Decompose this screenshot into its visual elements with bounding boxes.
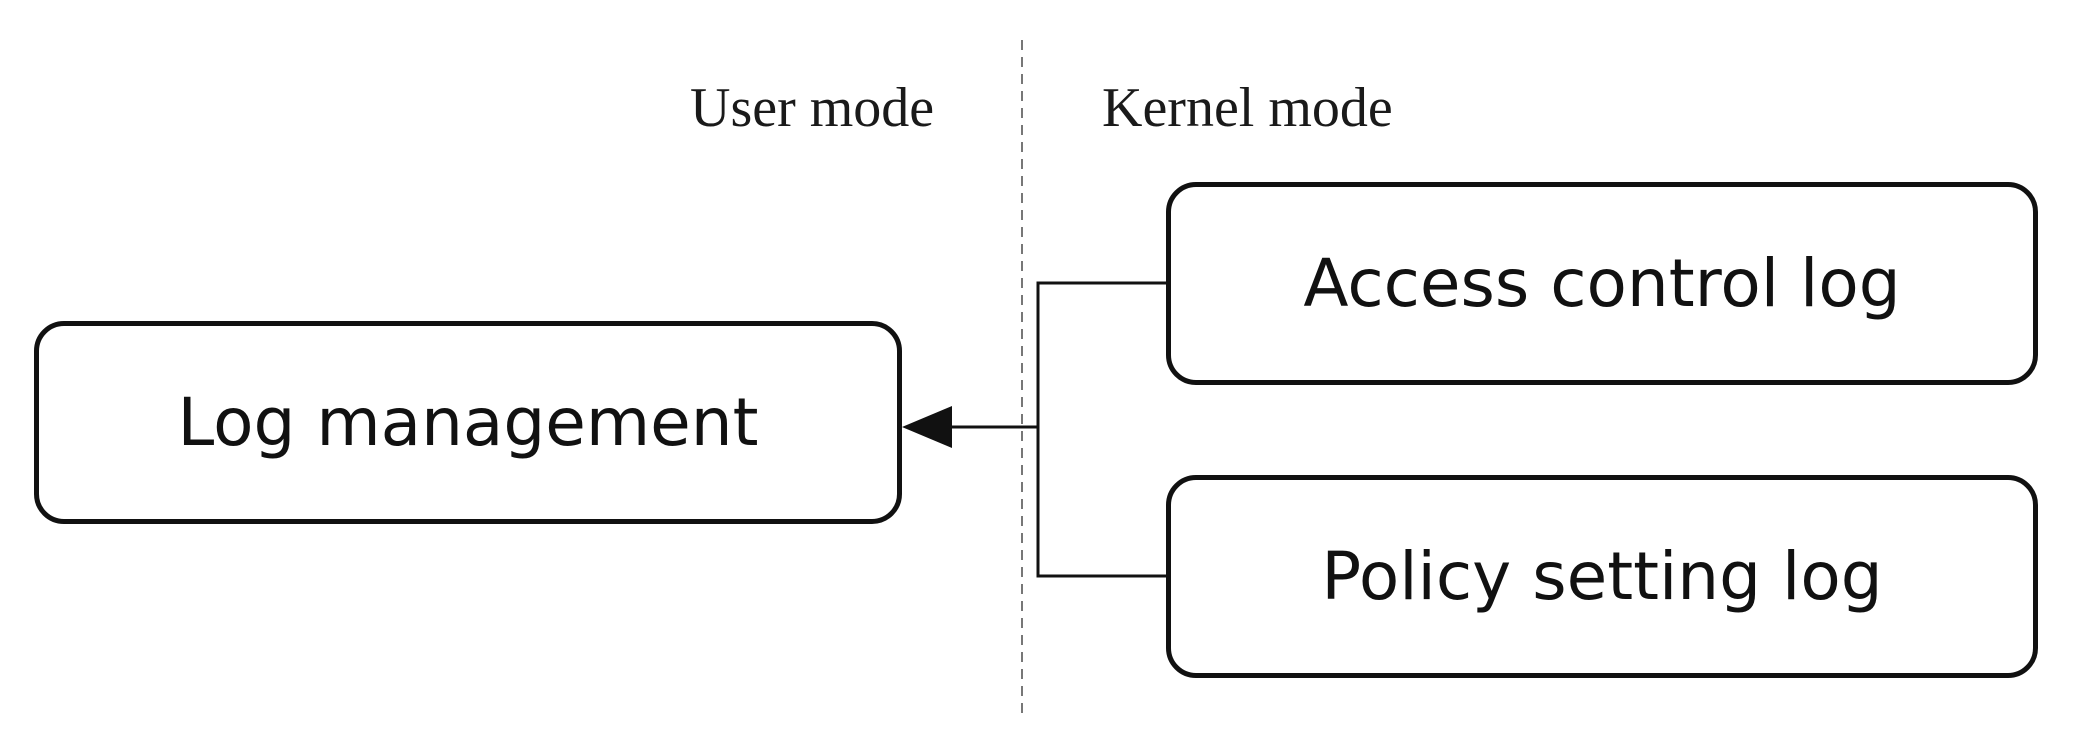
node-label: Policy setting log	[1321, 538, 1883, 615]
node-label: Log management	[177, 384, 759, 461]
user-mode-label: User mode	[690, 77, 935, 139]
edge-access-control-to-log-management	[1036, 281, 1166, 427]
edge-policy-setting-to-log-management	[1036, 427, 1166, 578]
node-policy-setting-log: Policy setting log	[1166, 475, 2038, 678]
node-access-control-log: Access control log	[1166, 182, 2038, 385]
node-log-management: Log management	[34, 321, 902, 524]
kernel-mode-label: Kernel mode	[1102, 77, 1393, 139]
arrowhead-log-management	[902, 406, 952, 448]
node-label: Access control log	[1303, 245, 1901, 322]
